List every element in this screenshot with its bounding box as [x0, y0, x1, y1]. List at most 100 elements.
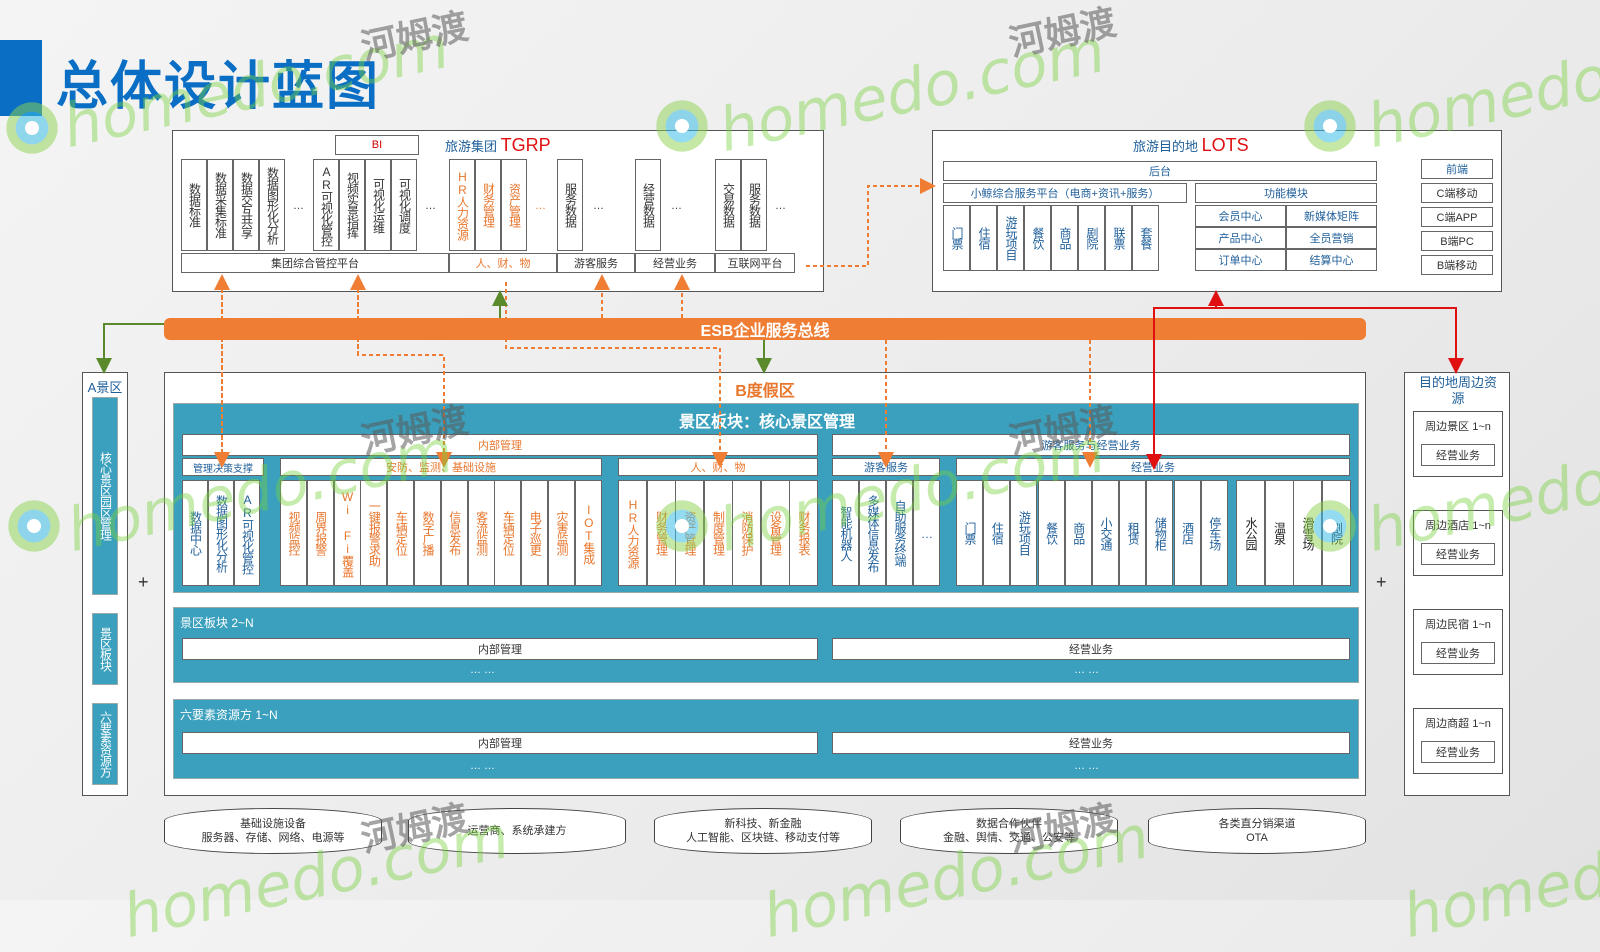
business-item: 门票: [956, 480, 983, 586]
visitor-service-header: 游客服务: [832, 458, 940, 476]
tgrp-col-business_data: …: [670, 199, 683, 211]
tgrp-bottom-visitor: 游客服务: [557, 253, 635, 273]
business-item: 餐饮: [1037, 480, 1065, 586]
business-item: 住宿: [983, 480, 1011, 586]
mgmt-item: 数据图形化分析: [208, 480, 234, 586]
tgrp-bottom-hr: 人、财、物: [449, 253, 557, 273]
bi-box: BI: [335, 135, 419, 155]
tgrp-label-prefix: 旅游集团: [445, 139, 498, 154]
tgrp-col-group_ctrl: …: [292, 199, 305, 211]
business-header: 经营业务: [956, 458, 1350, 476]
tgrp-col-hr_group: 财务管理: [475, 159, 501, 251]
lots-platform-item: 门票: [943, 205, 970, 271]
watermark-brand: 河姆渡: [1005, 1, 1120, 64]
foundation-sub: 服务器、存储、网络、电源等: [201, 832, 345, 844]
visitor-item: …: [913, 480, 940, 586]
tgrp-col-group_ctrl: …: [424, 199, 437, 211]
plus-right: +: [1376, 572, 1387, 592]
tgrp-bottom-group: 集团综合管控平台: [181, 253, 449, 273]
lots-label: 旅游目的地 LOTS: [1133, 135, 1249, 156]
mgmt-item: 数据中心: [182, 480, 208, 586]
foundation-title: 运营商、系统承建方: [467, 825, 567, 837]
tgrp-col-hr_group: …: [534, 199, 547, 211]
tgrp-col-group_ctrl: 数据图形化分析: [259, 159, 285, 251]
security-item: 数字广播: [414, 480, 441, 586]
hr-item: 资产管理: [675, 480, 704, 586]
hr-item: 财务管理: [646, 480, 676, 586]
lots-func-title: 功能模块: [1195, 183, 1377, 203]
block3-ellipsis-right: … …: [1074, 760, 1100, 772]
surround-item-sub: 经营业务: [1421, 444, 1495, 466]
surround-item-sub: 经营业务: [1421, 642, 1495, 664]
hr-item: 制度管理: [703, 480, 733, 586]
core-title: 景区板块：核心景区管理: [678, 414, 855, 431]
watermark-site: homedo.com: [1397, 802, 1600, 952]
security-header: 安防、监测、基础设施: [280, 458, 602, 476]
lots-func-item: 会员中心: [1195, 205, 1286, 227]
lots-platform-item: 餐饮: [1024, 205, 1051, 271]
core-block: 景区板块：核心景区管理 内部管理 游客服务与经营业务 管理决策支撑 安防、监测、…: [173, 403, 1359, 593]
extra-item: 水公园: [1236, 480, 1265, 586]
security-item: 电子巡更: [521, 480, 549, 586]
security-item: 车辆定位: [387, 480, 415, 586]
business-item: 停车场: [1200, 480, 1228, 586]
visitor-item: 智能机器人: [832, 480, 859, 586]
lots-platform: 小鲸综合服务平台（电商+资讯+服务）: [943, 183, 1187, 203]
surround-item-name: 周边民宿 1~n: [1425, 619, 1491, 631]
tgrp-col-service_data: 服务数据: [557, 159, 583, 251]
lots-func-item: 结算中心: [1286, 249, 1377, 271]
foundation-cylinder: 数据合作伙伴金融、舆情、交通、公安等: [900, 808, 1118, 854]
block3-ellipsis-left: … …: [470, 760, 496, 772]
block3: 六要素资源方 1~N 内部管理 经营业务 … … … …: [173, 699, 1359, 779]
tgrp-bottom-business: 经营业务: [635, 253, 715, 273]
foundation-sub: 人工智能、区块链、移动支付等: [686, 832, 840, 844]
business-item: 小交通: [1092, 480, 1119, 586]
foundation-cylinder: 新科技、新金融人工智能、区块链、移动支付等: [654, 808, 872, 854]
surround-item: 周边酒店 1~n 经营业务: [1413, 510, 1503, 576]
tgrp-col-hr_group: HR人力资源: [449, 159, 475, 251]
block2-ellipsis-right: … …: [1074, 664, 1100, 676]
extra-item: 剧院: [1321, 480, 1351, 586]
tgrp-col-group_ctrl: 数据交互共享: [233, 159, 259, 251]
mgmt-support: 管理决策支撑: [182, 458, 264, 476]
security-item: Wi Fi覆盖: [333, 480, 361, 586]
tgrp-col-group_ctrl: 可视化调度: [391, 159, 417, 251]
page-title: 总体设计蓝图: [56, 58, 381, 116]
lots-platform-item: 商品: [1051, 205, 1078, 271]
tgrp-label: 旅游集团 TGRP: [445, 135, 551, 156]
foundation-sub: OTA: [1246, 832, 1268, 844]
lots-platform-item: 联票: [1105, 205, 1132, 271]
lots-platform-item: 住宿: [970, 205, 997, 271]
surround-item-name: 周边景区 1~n: [1425, 421, 1491, 433]
esb-bus: ESB企业服务总线: [164, 318, 1366, 340]
lots-platform-item: 剧院: [1078, 205, 1105, 271]
block2-title: 景区板块 2~N: [180, 616, 254, 630]
lots-platform-item: 套餐: [1132, 205, 1159, 271]
surround-item: 周边民宿 1~n 经营业务: [1413, 609, 1503, 675]
block3-internal: 内部管理: [182, 732, 818, 754]
foundation-title: 数据合作伙伴: [976, 818, 1042, 830]
lots-backend: 后台: [943, 161, 1377, 181]
foundation-title: 各类直分销渠道: [1218, 818, 1296, 830]
foundation-cylinder: 各类直分销渠道 OTA: [1148, 808, 1366, 854]
surround-item-sub: 经营业务: [1421, 543, 1495, 565]
hr-item: 消防保护: [732, 480, 761, 586]
tgrp-col-service_data: …: [592, 199, 605, 211]
business-item: 租赁: [1119, 480, 1147, 586]
tgrp-bottom-internet: 互联网平台: [715, 253, 795, 273]
extra-item: 滑雪场: [1293, 480, 1322, 586]
foundation-cylinder: 运营商、系统承建方: [408, 808, 626, 854]
security-item: 客流监测: [467, 480, 495, 586]
foundation-cylinder: 基础设施设备服务器、存储、网络、电源等: [164, 808, 382, 854]
security-item: IOT集成: [574, 480, 602, 586]
visitor-item: 多媒体信息发布: [859, 480, 886, 586]
extra-item: 温泉: [1264, 480, 1294, 586]
surround-item-name: 周边酒店 1~n: [1425, 520, 1491, 532]
foundation-title: 新科技、新金融: [724, 818, 802, 830]
core-visitor-biz: 游客服务与经营业务: [832, 434, 1350, 456]
foundation-title: 基础设施设备: [240, 818, 306, 830]
zone-a-title: A景区: [87, 380, 123, 395]
tgrp-col-group_ctrl: 数据标准: [181, 159, 207, 251]
